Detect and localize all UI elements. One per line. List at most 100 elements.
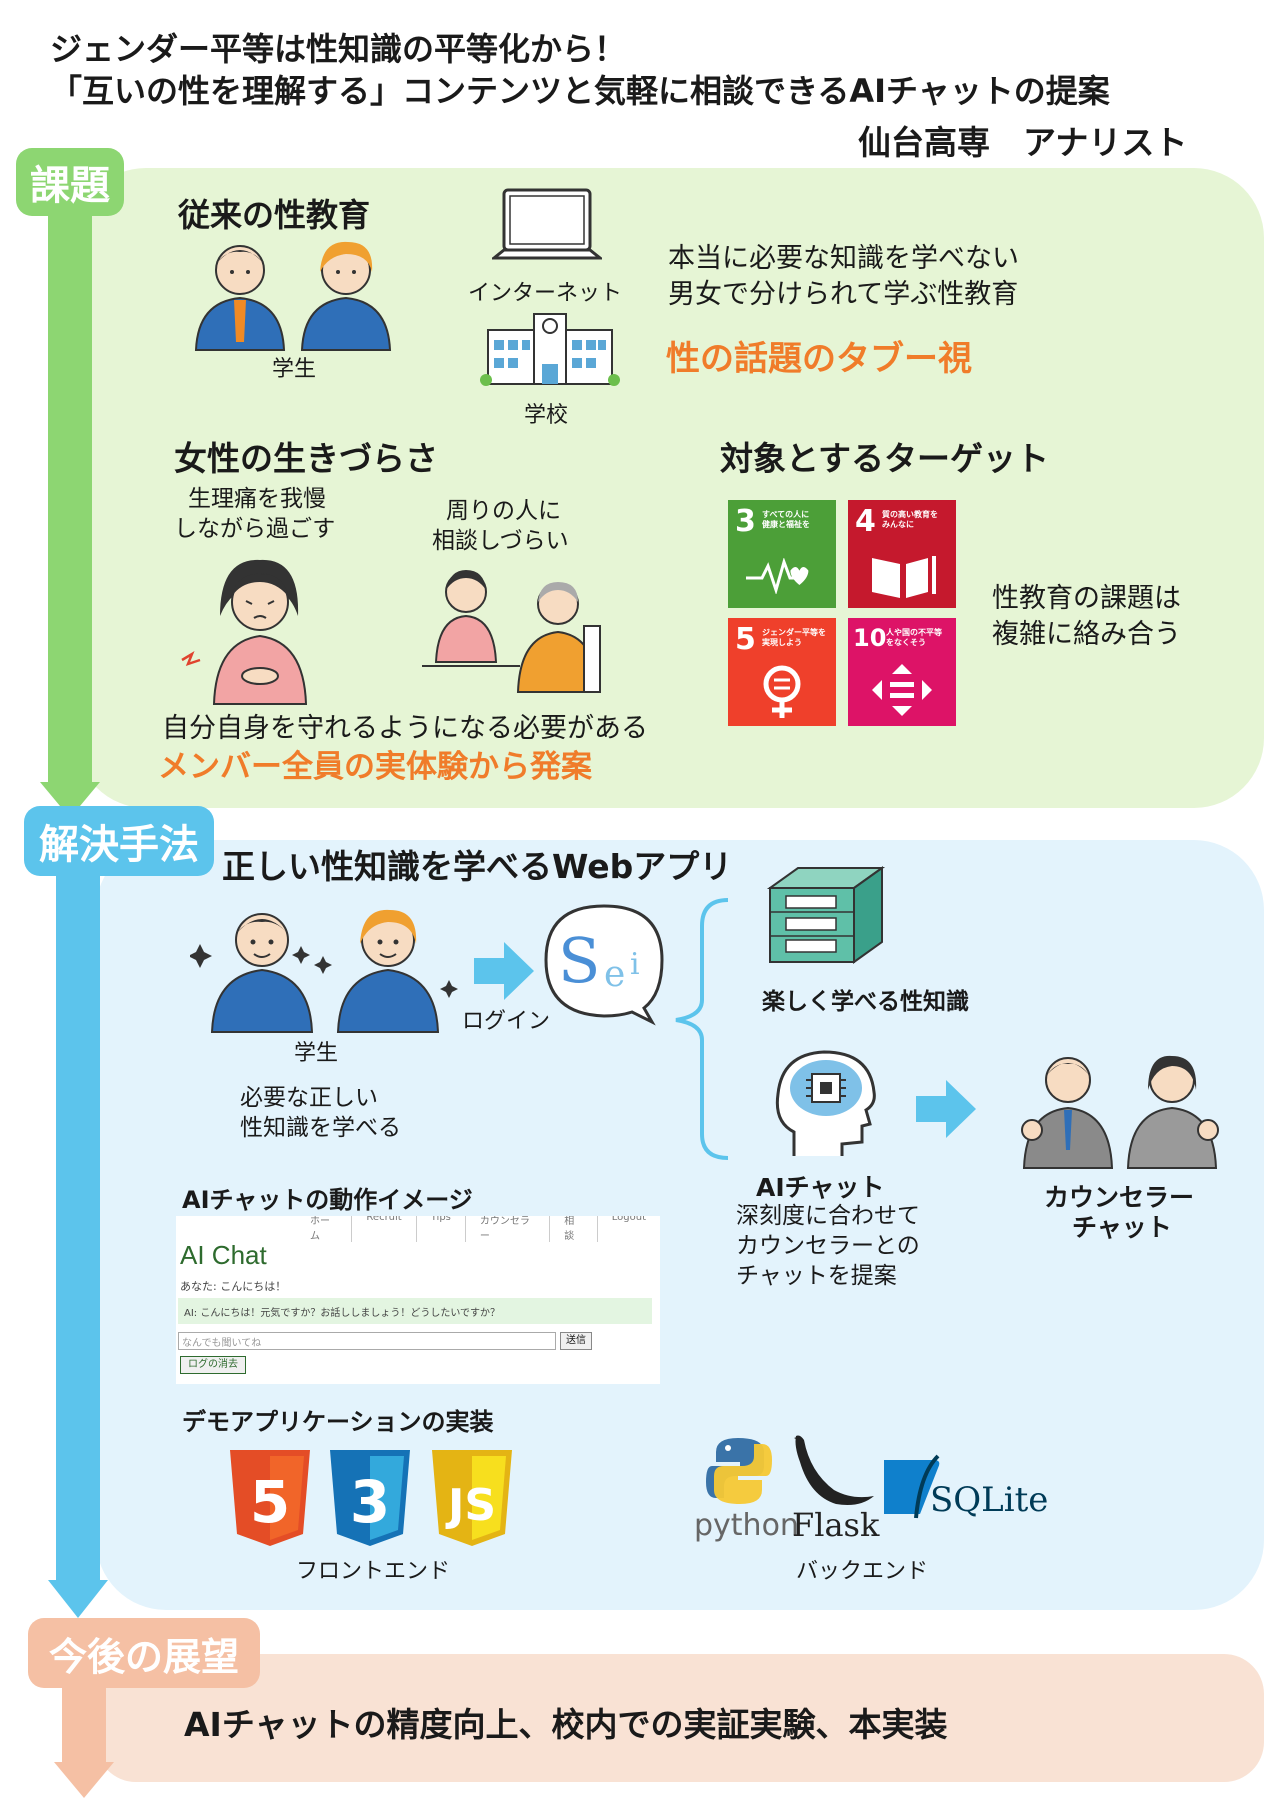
origin-text: メンバー全員の実体験から発案 (158, 749, 592, 785)
chat-screenshot: ホーム Recruit Tips カウンセラー 相談 Logout AI Cha… (176, 1216, 660, 1384)
future-text: AIチャットの精度向上、校内での実証実験、本実装 (184, 1705, 948, 1744)
chat-nav-tips[interactable]: Tips (417, 1216, 466, 1242)
flask-logo-icon (794, 1435, 874, 1505)
chat-input[interactable]: なんでも聞いてね (178, 1332, 556, 1350)
sdg-4-number: 4 (855, 504, 876, 539)
chat-nav-logout[interactable]: Logout (611, 1216, 646, 1223)
sdg-5-icon: 5 ジェンダー平等を実現しよう (728, 618, 836, 726)
arrow-right-icon (474, 942, 534, 1000)
problem-arrow-bar (40, 170, 100, 818)
learn-line1: 必要な正しい (240, 1085, 378, 1111)
css3-icon: 3 (330, 1450, 410, 1546)
frontend-label: フロントエンド (296, 1559, 451, 1584)
learn-line2: 性知識を学べる (240, 1115, 401, 1141)
consulting-illustration (422, 570, 601, 693)
sdg-4-label: 質の高い教育をみんなに (882, 510, 938, 529)
poster-author: 仙台高専 アナリスト (858, 123, 1188, 162)
self-protect-text: 自分自身を守れるようになる必要がある (162, 713, 648, 744)
problem-tag: 課題 (16, 148, 124, 216)
ai-line1: 深刻度に合わせて (736, 1203, 920, 1229)
consult-line1: 周りの人に (446, 498, 561, 524)
consult-line2: 相談しづらい (432, 528, 569, 554)
chat-heading: AI Chat (180, 1240, 267, 1270)
sdg-10-label: 人や国の不平等をなくそう (886, 628, 942, 647)
python-logo-icon (706, 1438, 772, 1504)
server-icon (766, 866, 886, 964)
taboo-text: 性の話題のタブー視 (666, 339, 972, 379)
flask-wordmark: Flask (792, 1506, 880, 1544)
solution-student-label: 学生 (294, 1041, 339, 1066)
gender-equality-icon (763, 665, 801, 718)
sqlite-wordmark: SQLite (930, 1480, 1049, 1520)
sdg-10-icon: 10 人や国の不平等をなくそう (848, 618, 956, 726)
chat-clear-button[interactable]: ログの消去 (180, 1356, 246, 1374)
solution-arrow-bar (48, 830, 108, 1618)
future-panel (96, 1654, 1264, 1782)
complex-line2: 複雑に絡み合う (992, 619, 1181, 650)
sdg-3-number: 3 (735, 504, 756, 539)
chat-nav-recruit[interactable]: Recruit (352, 1216, 417, 1242)
chat-user-message: あなた: こんにちは！ (180, 1280, 287, 1293)
student-label: 学生 (272, 357, 317, 382)
target-title: 対象とするターゲット (720, 439, 1050, 478)
chat-nav-consult[interactable]: 相談 (550, 1216, 598, 1242)
counselors-illustration (1021, 1055, 1219, 1169)
feature-bracket (675, 898, 729, 1160)
counselor-line1: カウンセラー (1044, 1183, 1195, 1212)
sdg-5-number: 5 (735, 622, 756, 657)
school-label: 学校 (524, 403, 569, 428)
chat-nav: ホーム Recruit Tips カウンセラー 相談 Logout (296, 1216, 660, 1242)
sqlite-logo-icon (884, 1454, 940, 1519)
ai-line2: カウンセラーとの (736, 1233, 920, 1259)
demo-title: AIチャットの動作イメージ (182, 1186, 473, 1214)
fun-learning-label: 楽しく学べる性知識 (762, 989, 969, 1015)
svg-text:i: i (630, 947, 640, 982)
chat-nav-counselor[interactable]: カウンセラー (466, 1216, 551, 1242)
html5-icon: 5 (230, 1450, 310, 1546)
inequality-icon (872, 664, 932, 716)
sdg-10-number: 10 (853, 624, 887, 652)
pain-line2: しながら過ごす (174, 516, 336, 542)
internet-label: インターネット (468, 281, 623, 306)
poster-title-line2: 「互いの性を理解する」コンテンツと気軽に相談できるAIチャットの提案 (50, 72, 1110, 110)
python-wordmark: python (694, 1508, 799, 1543)
traditional-title: 従来の性教育 (178, 196, 371, 234)
sdg-3-label: すべての人に健康と福祉を (762, 510, 810, 529)
students-illustration (194, 241, 392, 351)
happy-students-illustration (190, 909, 458, 1033)
chat-ai-message: AI: こんにちは！元気ですか？お話ししましょう！どうしたいですか？ (178, 1298, 652, 1324)
school-icon (480, 313, 620, 386)
poster-title-line1: ジェンダー平等は性知識の平等化から！ (50, 30, 627, 68)
ai-head-icon (775, 1050, 876, 1156)
login-label: ログイン (462, 1009, 551, 1034)
impl-title: デモアプリケーションの実装 (182, 1408, 494, 1436)
chat-send-button[interactable]: 送信 (560, 1332, 592, 1350)
issue-line1: 本当に必要な知識を学べない (668, 243, 1019, 274)
backend-label: バックエンド (796, 1559, 929, 1584)
future-tag: 今後の展望 (28, 1618, 260, 1688)
sdg-5-label: ジェンダー平等を実現しよう (762, 628, 826, 647)
sdg-4-icon: 4 質の高い教育をみんなに (848, 500, 956, 608)
sdg-3-icon: 3 すべての人に健康と福祉を (728, 500, 836, 608)
ai-line3: チャットを提案 (736, 1263, 897, 1289)
ai-chat-title: AIチャット (756, 1173, 885, 1202)
woman-pain-illustration (181, 559, 308, 705)
book-icon (872, 556, 936, 598)
arrow-right-icon-2 (916, 1080, 976, 1138)
sei-logo-icon: S e i (544, 904, 664, 1026)
css3-glyph: 3 (350, 1468, 390, 1536)
javascript-icon: JS (432, 1450, 512, 1546)
html5-glyph: 5 (250, 1468, 290, 1536)
counselor-line2: チャット (1072, 1213, 1172, 1242)
women-title: 女性の生きづらさ (174, 439, 438, 478)
app-title: 正しい性知識を学べるWebアプリ (222, 847, 733, 886)
heartbeat-icon (746, 558, 809, 594)
solution-tag: 解決手法 (24, 806, 214, 876)
pain-line1: 生理痛を我慢 (188, 486, 326, 512)
chat-nav-home[interactable]: ホーム (296, 1216, 353, 1242)
svg-text:S: S (558, 924, 600, 997)
js-glyph: JS (445, 1480, 496, 1531)
complex-line1: 性教育の課題は (992, 583, 1181, 614)
issue-line2: 男女で分けられて学ぶ性教育 (668, 279, 1019, 310)
svg-text:e: e (604, 954, 625, 995)
